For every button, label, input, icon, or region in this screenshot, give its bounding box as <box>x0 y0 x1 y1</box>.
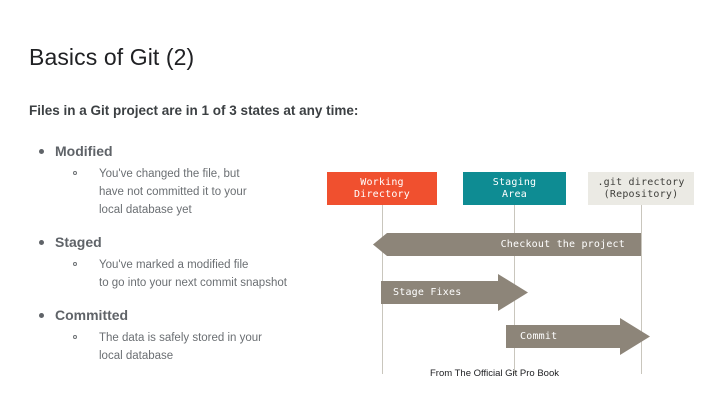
sub-bullet-line: You've changed the file, but <box>99 168 240 180</box>
diagram-node-working-directory: Working Directory <box>327 172 437 205</box>
arrow-head-right-icon <box>498 274 528 311</box>
bullet-disc-icon <box>39 149 44 154</box>
sub-bullet-circle-icon <box>73 171 77 175</box>
bullet-disc-icon <box>39 313 44 318</box>
arrow-head-right-icon <box>620 318 650 355</box>
page-title: Basics of Git (2) <box>29 44 195 70</box>
arrow-label: Stage Fixes <box>393 287 462 298</box>
diagram-node-git-directory: .git directory (Repository) <box>588 172 694 205</box>
bullet-heading-modified: Modified <box>29 140 359 162</box>
arrow-head-left-icon <box>373 233 403 256</box>
sub-bullet-line: The data is safely stored in your <box>99 332 262 344</box>
bullet-group-staged: Staged You've marked a modified file to … <box>29 231 359 292</box>
rail-git-directory <box>641 194 642 374</box>
sub-bullet-modified: You've changed the file, but have not co… <box>29 165 359 219</box>
git-workflow-diagram: Working Directory Staging Area .git dire… <box>310 160 710 385</box>
diagram-arrow-checkout: Checkout the project <box>373 233 641 256</box>
sub-bullet-line: You've marked a modified file <box>99 259 249 271</box>
bullet-group-committed: Committed The data is safely stored in y… <box>29 304 359 365</box>
sub-bullet-line: have not committed it to your <box>99 186 247 198</box>
diagram-node-staging-area: Staging Area <box>463 172 566 205</box>
bullet-heading-staged: Staged <box>29 231 359 253</box>
diagram-arrow-stage-fixes: Stage Fixes <box>381 274 528 311</box>
diagram-arrow-commit: Commit <box>506 318 650 355</box>
sub-bullet-circle-icon <box>73 335 77 339</box>
bullet-heading-committed: Committed <box>29 304 359 326</box>
sub-bullet-line: to go into your next commit snapshot <box>99 277 287 289</box>
arrow-label: Checkout the project <box>500 239 625 250</box>
bullet-group-modified: Modified You've changed the file, but ha… <box>29 140 359 219</box>
rail-staging-area <box>514 194 515 374</box>
sub-bullet-committed: The data is safely stored in your local … <box>29 329 359 365</box>
bullet-label: Staged <box>55 234 102 250</box>
arrow-label: Commit <box>520 331 558 342</box>
bullet-list: Modified You've changed the file, but ha… <box>29 140 359 377</box>
sub-bullet-line: local database <box>99 350 174 362</box>
diagram-caption: From The Official Git Pro Book <box>430 368 559 379</box>
sub-bullet-line: local database yet <box>99 204 192 216</box>
sub-bullet-staged: You've marked a modified file to go into… <box>29 256 359 292</box>
bullet-label: Modified <box>55 143 113 159</box>
sub-bullet-circle-icon <box>73 262 77 266</box>
bullet-label: Committed <box>55 307 129 323</box>
intro-text: Files in a Git project are in 1 of 3 sta… <box>29 103 359 118</box>
bullet-disc-icon <box>39 240 44 245</box>
